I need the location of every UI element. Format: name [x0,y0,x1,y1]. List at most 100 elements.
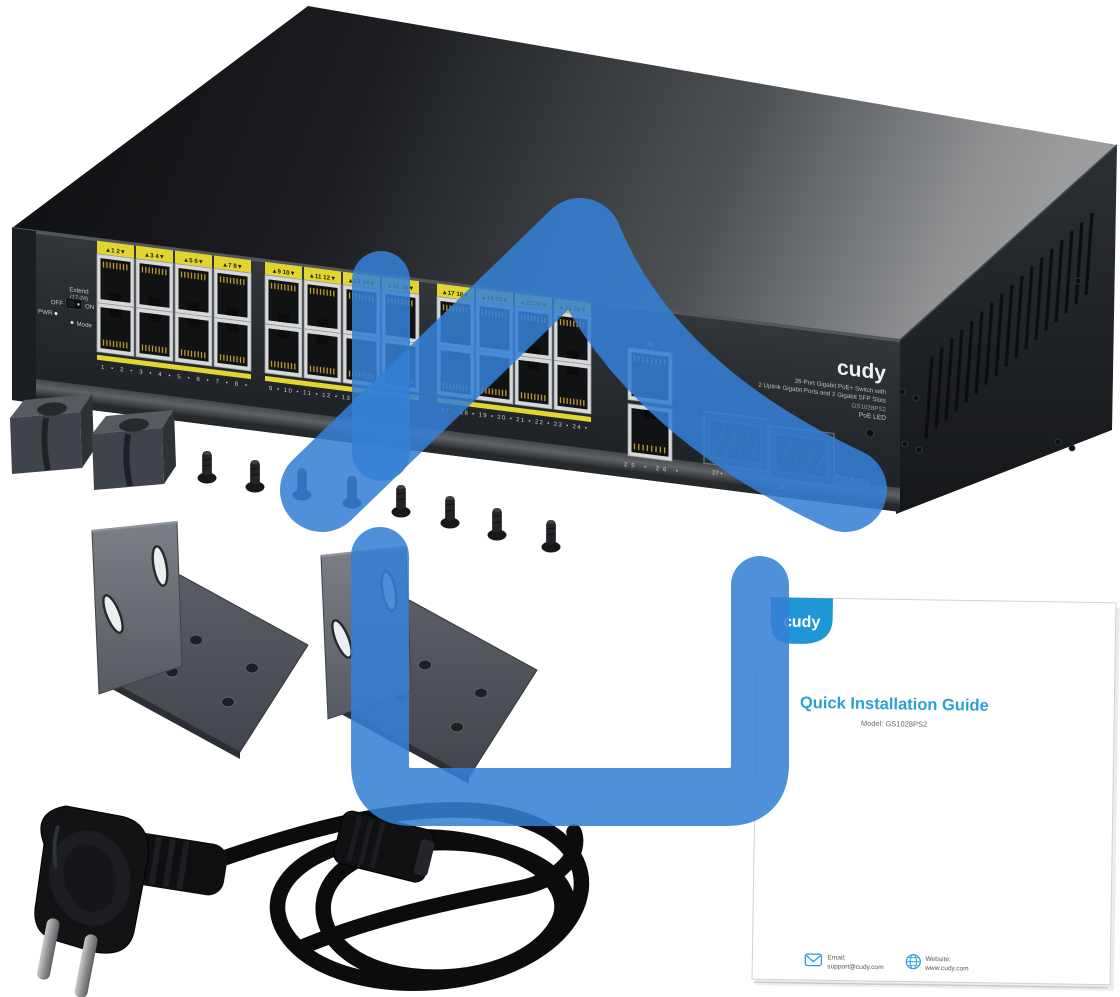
front-panel-lip-shadow [12,393,900,512]
screw-head [541,541,561,553]
port-clip-notch [109,292,122,302]
port-clip-notch [566,365,579,376]
screw-shaft [202,451,212,477]
foot-notch [123,433,133,487]
power-plug [34,805,149,997]
guide-website-value: www.cudy.com [924,965,969,973]
screw-tip [397,485,405,489]
vent-slat [924,356,934,439]
foot-side [162,410,176,484]
pair-label: ▲9 10▼ [271,267,295,277]
side-screw-hole [912,394,920,402]
watermark-logo-overlay [280,198,887,826]
screw-head [440,517,460,529]
bracket-hole [245,662,259,674]
screw-tip [446,496,454,500]
watermark-base-staple [351,527,789,826]
rubber-feet [10,394,176,490]
email-icon [804,953,823,967]
screw [391,485,411,518]
port-cavity [557,364,588,410]
port-clip-notch [148,297,161,307]
vent-slat [1064,230,1074,314]
side-screw-hole [1074,277,1082,285]
vent-slat [1034,257,1044,340]
extend-switch-dot [77,303,80,306]
port-pair-strip [214,255,251,274]
screw-head [391,506,411,518]
screw [541,520,561,553]
screw-thread [445,509,455,512]
rj45-port [174,312,213,367]
port-clip-notch [527,344,540,355]
screw-thread [202,464,212,467]
bracket-flange-bevel [91,520,178,533]
bracket-hole [221,696,235,708]
rj45-port [96,302,135,357]
rack-mount-brackets [91,520,538,784]
switch-right-edge [899,144,1118,341]
plug-highlight [52,825,60,869]
port-clip-notch [187,318,200,328]
guide-page-stack-edge [753,981,1108,989]
off-label: OFF [51,299,64,308]
rj45-port [264,274,303,329]
pair-label: ▲1 2▼ [105,247,126,257]
port-bottom-strip [97,354,251,380]
vent-slat [1054,239,1064,323]
screw-thread [546,527,556,530]
port-clip-notch [226,307,239,317]
port-cavity [518,359,549,405]
side-screw-hole [1054,438,1062,446]
pair-label: ▲5 6▼ [183,256,204,266]
foot-dimple [37,402,67,416]
vent-slat [1074,221,1084,305]
bracket-hole [189,634,203,646]
guide-model-line: Model: GS1028PS2 [861,719,927,729]
bracket-plate-edge [112,682,240,759]
port-cavity [139,312,170,357]
screw-shaft [250,460,260,486]
rj45-port [213,268,252,323]
port-clip-notch [566,349,579,360]
mode-led [70,321,74,325]
rj45-port [96,253,135,308]
screw-head [245,481,265,493]
screw-thread [492,515,502,518]
vent-slat [1044,248,1054,332]
port-clip-notch [277,313,290,323]
extend-label: Extend [69,286,89,295]
screw-head [487,529,507,541]
guide-title: Quick Installation Guide [800,694,989,715]
bracket-hole [474,687,488,699]
vent-slat [934,347,944,430]
screw-tip [493,508,501,512]
screw-shaft [445,496,455,522]
guide-email-value: support@cudy.com [827,963,884,971]
mode-label: Mode [77,321,93,330]
bracket-hole [450,721,464,733]
guide-footer: Email: support@cudy.com Website: www.cud… [804,953,969,973]
screw [440,496,460,529]
control-block: Extend (17-24) OFF ON PWR Mode [38,286,94,330]
screw-tip [203,451,211,455]
screw-thread [250,473,260,476]
vent-slat [1014,275,1024,358]
foot-dimple [119,418,149,432]
port-pair-strip [175,250,212,269]
screw-thread [546,533,556,536]
rj45-port [264,323,303,378]
port-cavity [631,408,669,457]
port-pair-strip [136,245,173,264]
rj45-port [174,263,213,318]
plug-pins [37,918,98,997]
front-panel-lip [12,376,900,505]
extend-slide-nub [68,299,75,308]
pair-label: ▲7 8▼ [222,261,243,271]
screw-thread [396,498,406,501]
rj45-port [303,279,342,334]
bracket-slot [151,545,169,587]
port-pair-strip [304,266,341,285]
quick-install-guide: cudy Quick Installation Guide Model: GS1… [751,596,1120,991]
